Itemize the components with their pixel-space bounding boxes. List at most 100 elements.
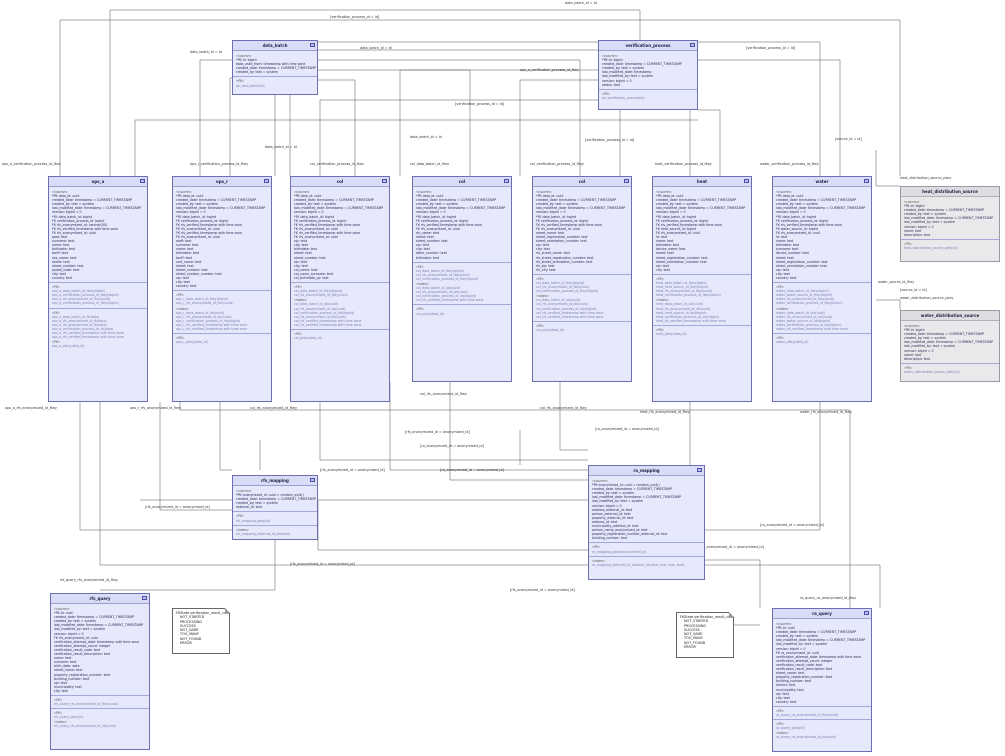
column-row: created_by: text = system bbox=[236, 501, 279, 506]
column-row: *PK anonymized_id: uuid = random_uuid() bbox=[592, 483, 660, 488]
entity-verification-process[interactable]: verification_process «column»*PK id: big… bbox=[598, 40, 698, 110]
section-heading: «column» bbox=[536, 190, 552, 194]
column-row: water_water_source_id_idx(bigint) bbox=[776, 318, 831, 323]
column-row: *PK id: bigint bbox=[904, 204, 925, 209]
relation-label: [verification_process_id = id] bbox=[330, 15, 380, 19]
section-heading: «PK» bbox=[176, 336, 184, 341]
relation-label: water_rfs_anonymized_id_fkey bbox=[800, 410, 852, 414]
entity-title: ops_r bbox=[216, 179, 228, 184]
column-row: created_date: timestamp = CURRENT_TIMEST… bbox=[776, 198, 857, 203]
entity-title: ops_a bbox=[91, 179, 105, 184]
divider bbox=[49, 307, 147, 309]
column-row: last_modified_by: text = system bbox=[592, 499, 644, 504]
column-row: street_number: text bbox=[294, 255, 326, 260]
relation-label: heat_distribution_source_pkey bbox=[900, 176, 952, 180]
column-row: FK rfs_anonymized_id: uuid bbox=[294, 235, 338, 240]
relation-label: ops_a_verification_process_id_fkey bbox=[2, 162, 61, 166]
column-row: created_date: timestamp = CURRENT_TIMEST… bbox=[592, 487, 673, 492]
relation-label: col_rfs_anonymized_id_fkey bbox=[540, 406, 587, 410]
relation-label: [verification_process_id = id] bbox=[746, 46, 796, 50]
section-heading: «index» bbox=[776, 306, 789, 311]
section-heading: «index» bbox=[54, 720, 67, 725]
section-heading: «FK» bbox=[776, 708, 784, 713]
column-row: city: text bbox=[54, 688, 68, 693]
column-row: col_rfs_anonymized_id_idx(uuid) bbox=[536, 302, 588, 307]
divider bbox=[773, 282, 871, 284]
column-row: rfs_query_pkey(id) bbox=[54, 715, 84, 720]
table-icon bbox=[864, 179, 869, 183]
section-heading: «PK» bbox=[54, 711, 62, 716]
table-icon bbox=[310, 478, 315, 482]
column-row: verification_attempt_count: integer bbox=[54, 643, 111, 648]
column-row: col_rfs_anonymized_id_idx(uuid) bbox=[294, 306, 346, 311]
column-row: FK rfs_anonymized_id: uuid bbox=[54, 635, 98, 640]
column-row: surname: text bbox=[776, 247, 799, 252]
column-row: created_by: text = system bbox=[52, 202, 95, 207]
divider bbox=[589, 555, 704, 557]
section-heading: «column» bbox=[592, 479, 608, 483]
table-icon bbox=[744, 179, 749, 183]
column-row: street_number: text bbox=[52, 263, 84, 268]
entity-heat-distribution-source[interactable]: heat_distribution_source «column»*PK id:… bbox=[900, 186, 1000, 262]
column-row: created_by: text = system bbox=[54, 619, 97, 624]
divider bbox=[291, 282, 389, 284]
relation-label: [rfs_anonymized_id = anonymized_id] bbox=[145, 505, 210, 509]
section-heading: «column» bbox=[236, 489, 252, 493]
entity-ra-mapping[interactable]: ra_mapping «column»*PK anonymized_id: uu… bbox=[588, 465, 705, 580]
section-heading: «index» bbox=[656, 298, 669, 303]
relation-label: [source_id = id] bbox=[900, 288, 927, 292]
divider bbox=[51, 708, 149, 710]
section-heading: «index» bbox=[776, 731, 789, 736]
column-row: heat_data_batch_id_fkey(bigint) bbox=[656, 280, 707, 285]
column-row: ops_a_data_batch_id_fk(data) bbox=[52, 314, 100, 319]
entity-title: rfs_query bbox=[89, 596, 111, 601]
column-row: birth_date: date bbox=[54, 664, 80, 669]
column-row: version: bigint = 0 bbox=[656, 210, 686, 215]
column-row: version: bigint = 0 bbox=[776, 646, 806, 651]
column-row: street_name: text bbox=[536, 230, 565, 235]
column-row: created_date: timestamp = CURRENT_TIMEST… bbox=[416, 198, 497, 203]
column-row: *PK anonymized_id: uuid = random_uuid() bbox=[236, 493, 304, 498]
section-heading: «column» bbox=[904, 324, 920, 328]
column-row: *PK data_id: uuid bbox=[416, 194, 444, 199]
column-row: col_verification_process_id_idx(bigint) bbox=[294, 310, 355, 315]
column-row: FK rfs_anonymized_id: uuid bbox=[52, 230, 96, 235]
column-row: col_verification_process_id_fkey(bigint) bbox=[416, 276, 479, 281]
note-line: NOT_FOUND bbox=[684, 640, 706, 645]
column-row: city: text bbox=[776, 271, 790, 276]
column-row: FK verification_process_id: bigint bbox=[776, 218, 829, 223]
column-row: FK rfs_verified_timestamp with time zone bbox=[656, 222, 723, 227]
column-row: col_rfs_anonymized_id_fkey(uuid) bbox=[294, 293, 348, 298]
column-row: *PK data_id: uuid bbox=[536, 194, 564, 199]
entity-rfs-mapping[interactable]: rfs_mapping «column»*PK anonymized_id: u… bbox=[232, 475, 318, 540]
column-row: name: text bbox=[904, 352, 922, 357]
column-row: FK water_source_id: bigint bbox=[776, 226, 818, 231]
column-row: building_number: text bbox=[54, 676, 90, 681]
column-row: rfs_query_rfs_anonymized_id_fkey(uuid) bbox=[54, 702, 118, 707]
note-line: ERROR bbox=[180, 641, 192, 646]
column-row: *PK id: uuid bbox=[776, 626, 795, 631]
column-row: zip: text bbox=[776, 267, 789, 272]
column-row: rfs_query_rfs_anonymized_id_idx(uuid) bbox=[54, 724, 116, 729]
column-row: FK verification_process_id: bigint bbox=[656, 218, 709, 223]
column-row: city: text bbox=[52, 271, 66, 276]
entity-water-distribution-source[interactable]: water_distribution_source «column»*PK id… bbox=[900, 310, 1000, 382]
relation-label: ops_a_verification_process_id_fkey bbox=[520, 68, 579, 72]
relation-label: [rfs_anonymized_id = anonymized_id] bbox=[510, 588, 575, 592]
column-row: col_verification_process_id_fkey(bigint) bbox=[536, 289, 599, 294]
